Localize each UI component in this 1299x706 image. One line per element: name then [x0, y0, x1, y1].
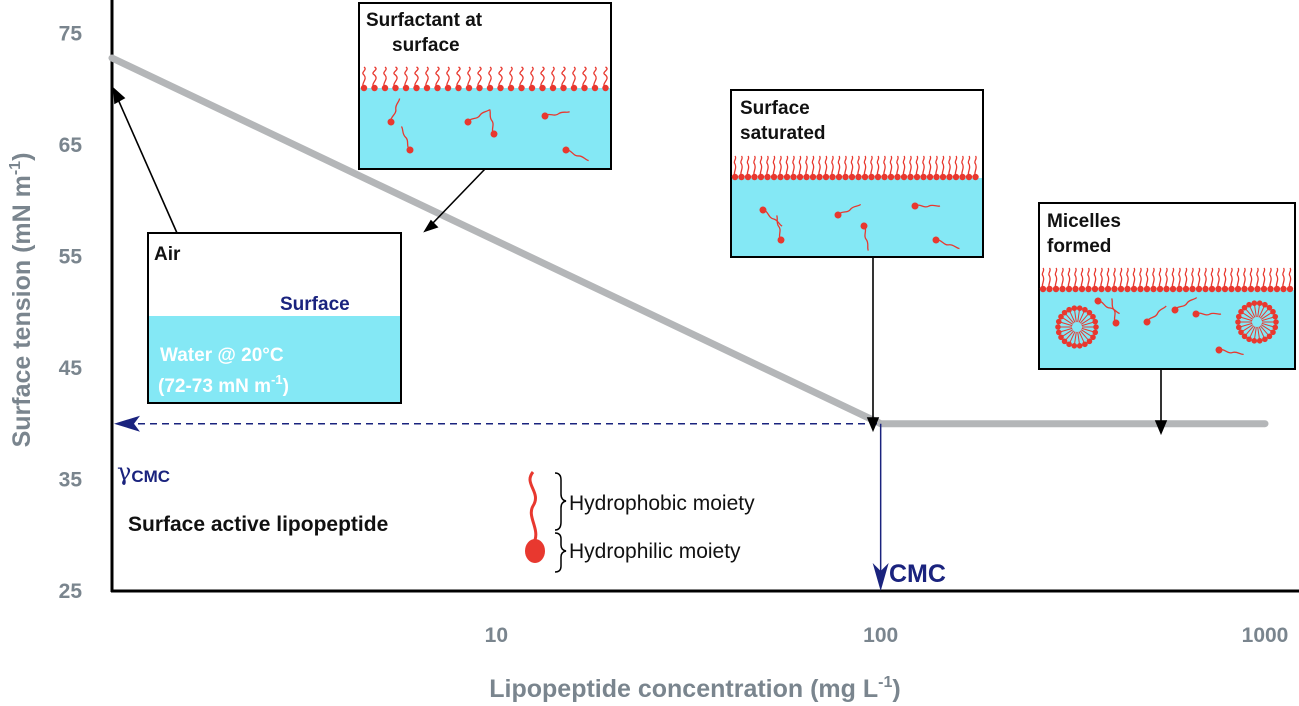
- micelles-formed-box: Micelles formed: [1038, 202, 1296, 370]
- lipopeptide-legend: Surface active lipopeptide Hydrophobic m…: [128, 471, 755, 573]
- cmc-arrowhead: [872, 563, 889, 591]
- air-water-box: Air Surface Water @ 20°C (72-73 mN m-1): [147, 232, 402, 404]
- hydrophobic-tail-icon: [528, 471, 538, 541]
- y-tick-label: 75: [59, 22, 83, 45]
- y-tick-label: 65: [59, 134, 83, 157]
- surfactant-title-line2: surface: [392, 35, 460, 56]
- air-label: Air: [154, 244, 181, 265]
- pointer-arrows: [113, 87, 1168, 436]
- x-tick-label: 10: [485, 624, 508, 647]
- y-tick-label: 45: [59, 357, 83, 380]
- water-tension-label: (72-73 mN m-1): [158, 372, 289, 397]
- surface-label: Surface: [280, 294, 350, 315]
- surfactant-title-line1: Surfactant at: [366, 10, 483, 31]
- surface-tension-line: [108, 54, 1269, 428]
- hydrophilic-brace: [554, 532, 567, 573]
- x-tick-labels: 10 100 1000: [485, 624, 1289, 647]
- y-tick-label: 55: [59, 245, 83, 268]
- y-tick-labels: 25 35 45 55 65 75: [59, 22, 83, 603]
- hydrophilic-label: Hydrophilic moiety: [569, 540, 741, 563]
- cmc-label: CMC: [889, 560, 946, 588]
- micelles-title-line2: formed: [1047, 236, 1111, 257]
- micelle-molecules: [1039, 267, 1294, 355]
- y-tick-label: 35: [59, 468, 83, 491]
- surface-saturated-box: Surface saturated: [730, 89, 984, 258]
- hydrophobic-label: Hydrophobic moiety: [569, 492, 755, 515]
- gamma-cmc-arrowhead: [114, 415, 140, 432]
- saturated-title-line1: Surface: [740, 98, 810, 119]
- surfactant-at-surface-box: Surfactant at surface: [358, 2, 612, 170]
- surfactant-molecules: [360, 66, 609, 162]
- micelles-title-line1: Micelles: [1047, 211, 1121, 232]
- water-label: Water @ 20°C: [160, 345, 284, 366]
- legend-title: Surface active lipopeptide: [128, 513, 388, 536]
- gamma-cmc-label: γCMC: [117, 458, 170, 486]
- hydrophobic-brace: [554, 472, 567, 531]
- y-tick-label: 25: [59, 580, 83, 603]
- y-axis-label: Surface tension (mN m-1): [7, 153, 36, 448]
- saturated-molecules: [731, 155, 979, 251]
- x-tick-label: 100: [863, 624, 898, 647]
- x-axis-label: Lipopeptide concentration (mg L-1): [489, 674, 900, 703]
- hydrophilic-head-icon: [525, 539, 545, 563]
- x-tick-label: 1000: [1242, 624, 1289, 647]
- saturated-title-line2: saturated: [740, 123, 826, 144]
